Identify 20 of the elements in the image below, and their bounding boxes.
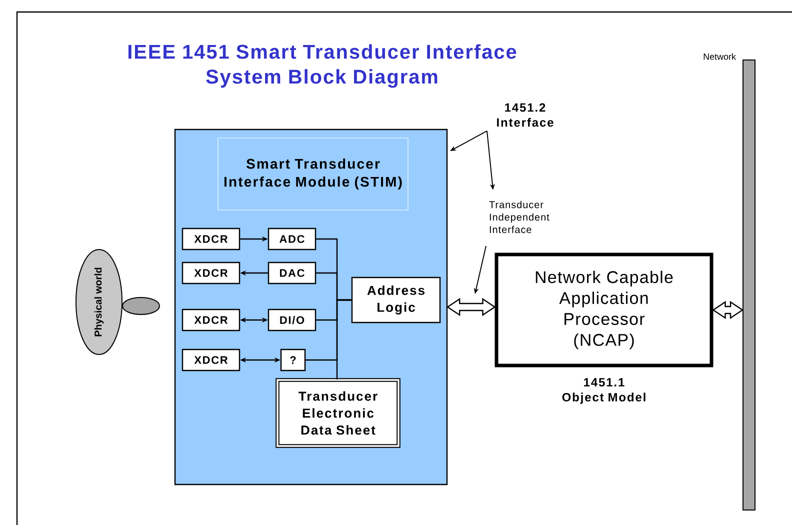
component-box: XDCR [182, 308, 240, 332]
component-box: ? [280, 348, 306, 372]
title: IEEE 1451 Smart Transducer Interface System Block Diagram [128, 44, 516, 88]
component-box: DI/O [268, 308, 316, 332]
ellipse [122, 297, 160, 315]
component-box: DAC [268, 262, 316, 284]
data-sheet-box: Transducer Electronic Data Sheet [276, 378, 400, 448]
standard-label: 1451.1 Object Model [562, 378, 646, 404]
logic-box: Address Logic [351, 276, 441, 324]
processor-box: Network Capable Application Processor (NCAP) [494, 252, 714, 368]
component-box: ADC [268, 228, 316, 250]
heading-box: Smart Transducer Interface Module (STIM) [218, 138, 408, 210]
interface-label: Transducer Independent Interface [489, 200, 550, 234]
component-box: XDCR [182, 348, 240, 372]
interface-label: 1451.2 Interface [497, 103, 554, 127]
component-box: XDCR [182, 262, 240, 284]
component-box: XDCR [182, 228, 240, 250]
bus-line [336, 299, 352, 380]
network-bar [742, 60, 756, 510]
network-label: Network [704, 53, 736, 60]
